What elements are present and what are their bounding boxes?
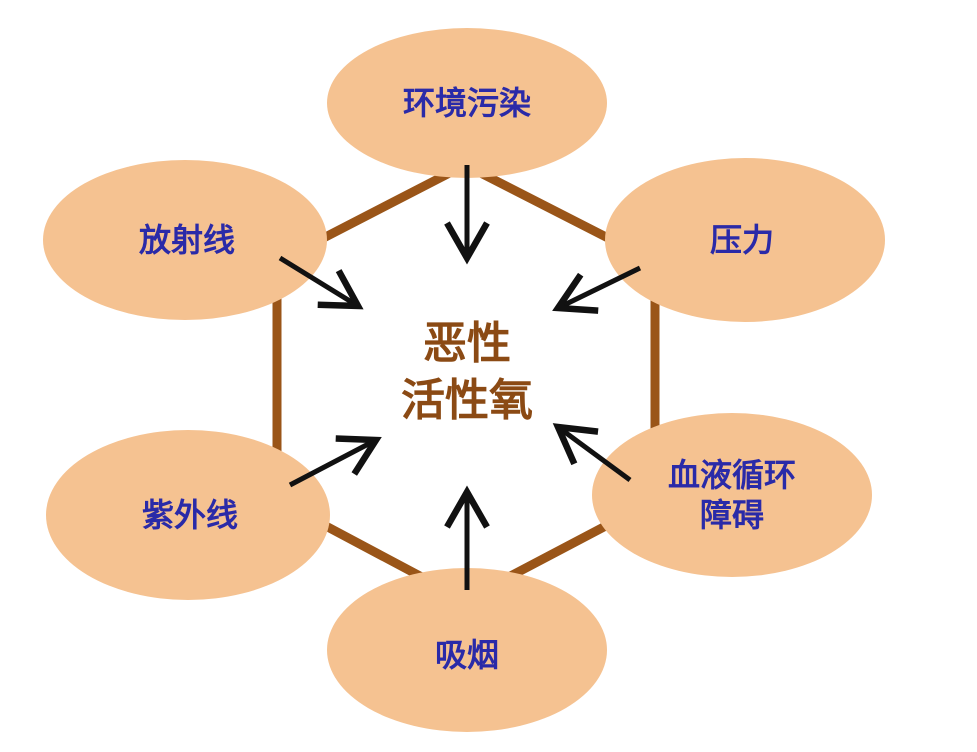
arrow-circulation xyxy=(552,423,632,483)
ellipse-smoking xyxy=(327,568,607,732)
ellipse-environment xyxy=(327,28,607,178)
arrow-uv xyxy=(288,435,382,488)
ellipse-uv xyxy=(46,430,330,600)
factor-circulation: 血液循环 障碍 xyxy=(667,456,797,534)
ellipse-circulation xyxy=(592,413,872,577)
factor-smoking: 吸烟 xyxy=(434,636,500,674)
arrow-radiation xyxy=(278,255,364,310)
ellipse-radiation xyxy=(43,160,327,320)
factor-environment: 环境污染 xyxy=(402,84,532,122)
center-label: 恶性 活性氧 xyxy=(401,317,533,426)
factor-uv: 紫外线 xyxy=(141,496,239,534)
ellipse-stress xyxy=(605,158,885,322)
arrow-stress xyxy=(552,265,642,314)
factor-stress: 压力 xyxy=(709,221,775,259)
factor-radiation: 放射线 xyxy=(138,221,236,259)
